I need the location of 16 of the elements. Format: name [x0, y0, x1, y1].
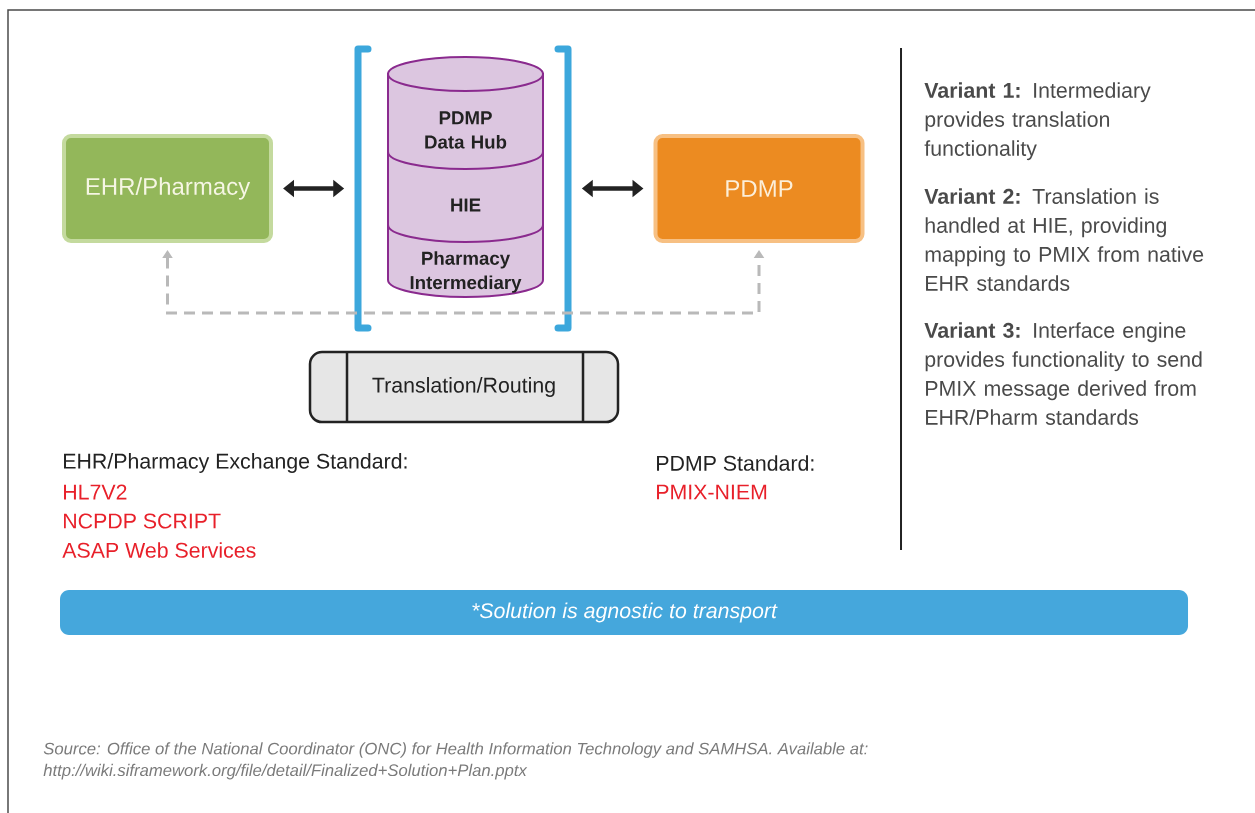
- banner: *Solution is agnostic to transport: [60, 590, 1188, 635]
- brackets: [354, 45, 572, 332]
- standard-name: PMIX-NIEM: [657, 484, 767, 500]
- database-cylinder: PDMP Data Hub HIE Pharmacy Intermediary: [387, 56, 544, 298]
- standard-name: NCPDP SCRIPT: [64, 513, 221, 529]
- standard-heading: EHR/Pharmacy Exchange Standard:: [64, 453, 407, 473]
- standard-name: ASAP Web Services: [62, 542, 256, 558]
- process-box: EHR/Pharmacy: [62, 134, 273, 243]
- variant-note: Variant 3: Interface engine provides functionality to send PMIX message derived from EHR/Pharm standards: [924, 322, 1202, 425]
- source-caption: Source: Office of the National Coordinator (ONC) for Health Information Technology and SAMHSA. Available at: http://wiki.siframework.org/file/detail/Finalized+Solution+Plan.pptx: [43, 742, 868, 780]
- variant-note: Variant 2: Translation is handled at HIE, providing mapping to PMIX from native EHR standards: [924, 188, 1204, 291]
- standard-heading: PDMP Standard:: [657, 455, 814, 471]
- process-box: Translation/Routing: [308, 350, 620, 424]
- variant-note: Variant 1: Intermediary provides translation functionality: [924, 82, 1151, 161]
- process-box: PDMP: [653, 134, 865, 243]
- standard-name: HL7V2: [64, 484, 127, 500]
